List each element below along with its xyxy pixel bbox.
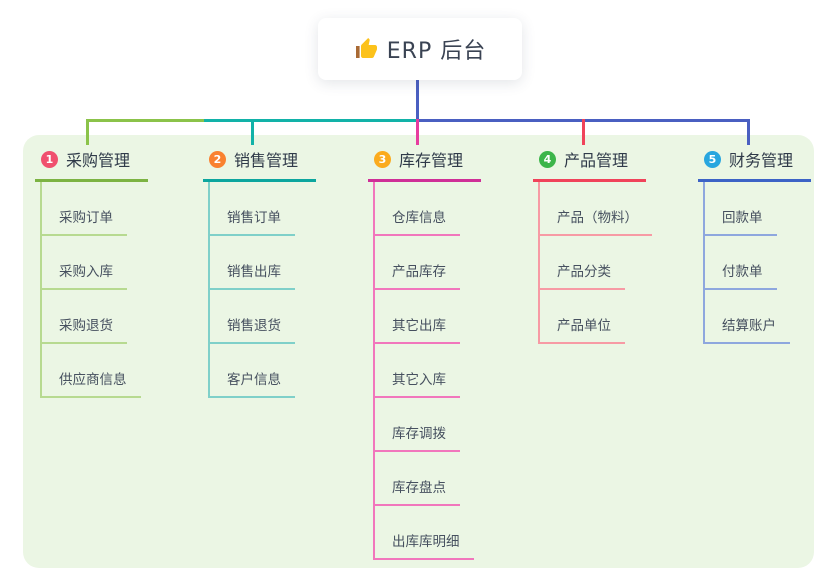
branches-background-panel	[23, 135, 814, 568]
branch-header[interactable]: 4 产品管理	[533, 147, 646, 182]
branch-children: 销售订单销售出库销售退货客户信息	[208, 182, 295, 398]
branch-1: 1 采购管理采购订单采购入库采购退货供应商信息	[35, 147, 148, 398]
child-node-label: 产品分类	[557, 264, 611, 280]
child-node-label: 采购入库	[59, 264, 113, 280]
branch-children: 回款单付款单结算账户	[703, 182, 790, 344]
branch-header[interactable]: 5 财务管理	[698, 147, 811, 182]
child-node[interactable]: 采购退货	[42, 290, 127, 344]
child-node-label: 销售订单	[227, 210, 281, 226]
connector-drop-4	[582, 119, 585, 145]
branch-2: 2 销售管理销售订单销售出库销售退货客户信息	[203, 147, 316, 398]
child-node-label: 采购退货	[59, 318, 113, 334]
child-node-label: 库存盘点	[392, 480, 446, 496]
branch-number-badge: 2	[209, 150, 226, 168]
branch-label: 销售管理	[234, 151, 299, 170]
branch-3: 3 库存管理仓库信息产品库存其它出库其它入库库存调拨库存盘点出库库明细	[368, 147, 481, 560]
child-node[interactable]: 产品（物料）	[540, 182, 652, 236]
branch-number-badge: 4	[539, 150, 556, 168]
branch-header[interactable]: 2 销售管理	[203, 147, 316, 182]
child-node-label: 产品单位	[557, 318, 611, 334]
connector-drop-5	[747, 119, 750, 145]
child-node[interactable]: 出库库明细	[375, 506, 474, 560]
thumbs-up-icon	[354, 37, 378, 61]
connector-bus-segment	[87, 119, 205, 122]
child-node[interactable]: 销售出库	[210, 236, 295, 290]
connector-drop-3	[416, 119, 419, 145]
child-node[interactable]: 供应商信息	[42, 344, 141, 398]
connector-bus-segment	[204, 119, 418, 122]
branch-children: 采购订单采购入库采购退货供应商信息	[40, 182, 141, 398]
child-node[interactable]: 仓库信息	[375, 182, 460, 236]
branch-header[interactable]: 3 库存管理	[368, 147, 481, 182]
branch-number-badge: 1	[41, 150, 58, 168]
branch-label: 库存管理	[399, 151, 464, 170]
branch-number-badge: 5	[704, 150, 721, 168]
branch-children: 仓库信息产品库存其它出库其它入库库存调拨库存盘点出库库明细	[373, 182, 474, 560]
branch-children: 产品（物料） 产品分类产品单位	[538, 182, 652, 344]
branch-label: 财务管理	[729, 151, 794, 170]
child-node[interactable]: 客户信息	[210, 344, 295, 398]
child-node-label: 仓库信息	[392, 210, 446, 226]
child-node[interactable]: 产品单位	[540, 290, 625, 344]
branch-label: 采购管理	[66, 151, 131, 170]
child-node-label: 产品（物料）	[557, 210, 638, 226]
child-node-label: 其它出库	[392, 318, 446, 334]
child-node-label: 客户信息	[227, 372, 281, 388]
child-node[interactable]: 回款单	[705, 182, 777, 236]
child-node[interactable]: 其它入库	[375, 344, 460, 398]
child-node-label: 库存调拨	[392, 426, 446, 442]
child-node[interactable]: 采购订单	[42, 182, 127, 236]
child-node[interactable]: 销售退货	[210, 290, 295, 344]
branch-label: 产品管理	[564, 151, 629, 170]
branch-header[interactable]: 1 采购管理	[35, 147, 148, 182]
child-node-label: 销售退货	[227, 318, 281, 334]
child-node-label: 销售出库	[227, 264, 281, 280]
child-node-label: 付款单	[722, 264, 763, 280]
child-node[interactable]: 付款单	[705, 236, 777, 290]
branch-number-badge: 3	[374, 150, 391, 168]
child-node-label: 其它入库	[392, 372, 446, 388]
child-node-label: 出库库明细	[392, 534, 460, 550]
child-node-label: 采购订单	[59, 210, 113, 226]
child-node[interactable]: 结算账户	[705, 290, 790, 344]
child-node[interactable]: 其它出库	[375, 290, 460, 344]
child-node[interactable]: 库存盘点	[375, 452, 460, 506]
root-node-label: ERP 后台	[386, 39, 487, 64]
connector-drop-2	[251, 119, 254, 145]
branch-5: 5 财务管理回款单付款单结算账户	[698, 147, 811, 344]
connector-drop-1	[86, 119, 89, 145]
child-node[interactable]: 库存调拨	[375, 398, 460, 452]
child-node[interactable]: 采购入库	[42, 236, 127, 290]
child-node-label: 结算账户	[722, 318, 776, 334]
child-node[interactable]: 产品分类	[540, 236, 625, 290]
branch-4: 4 产品管理产品（物料） 产品分类产品单位	[533, 147, 652, 344]
child-node[interactable]: 产品库存	[375, 236, 460, 290]
connector-root-stem	[416, 80, 419, 122]
child-node[interactable]: 销售订单	[210, 182, 295, 236]
child-node-label: 产品库存	[392, 264, 446, 280]
child-node-label: 供应商信息	[59, 372, 127, 388]
root-node[interactable]: ERP 后台	[318, 18, 522, 80]
child-node-label: 回款单	[722, 210, 763, 226]
